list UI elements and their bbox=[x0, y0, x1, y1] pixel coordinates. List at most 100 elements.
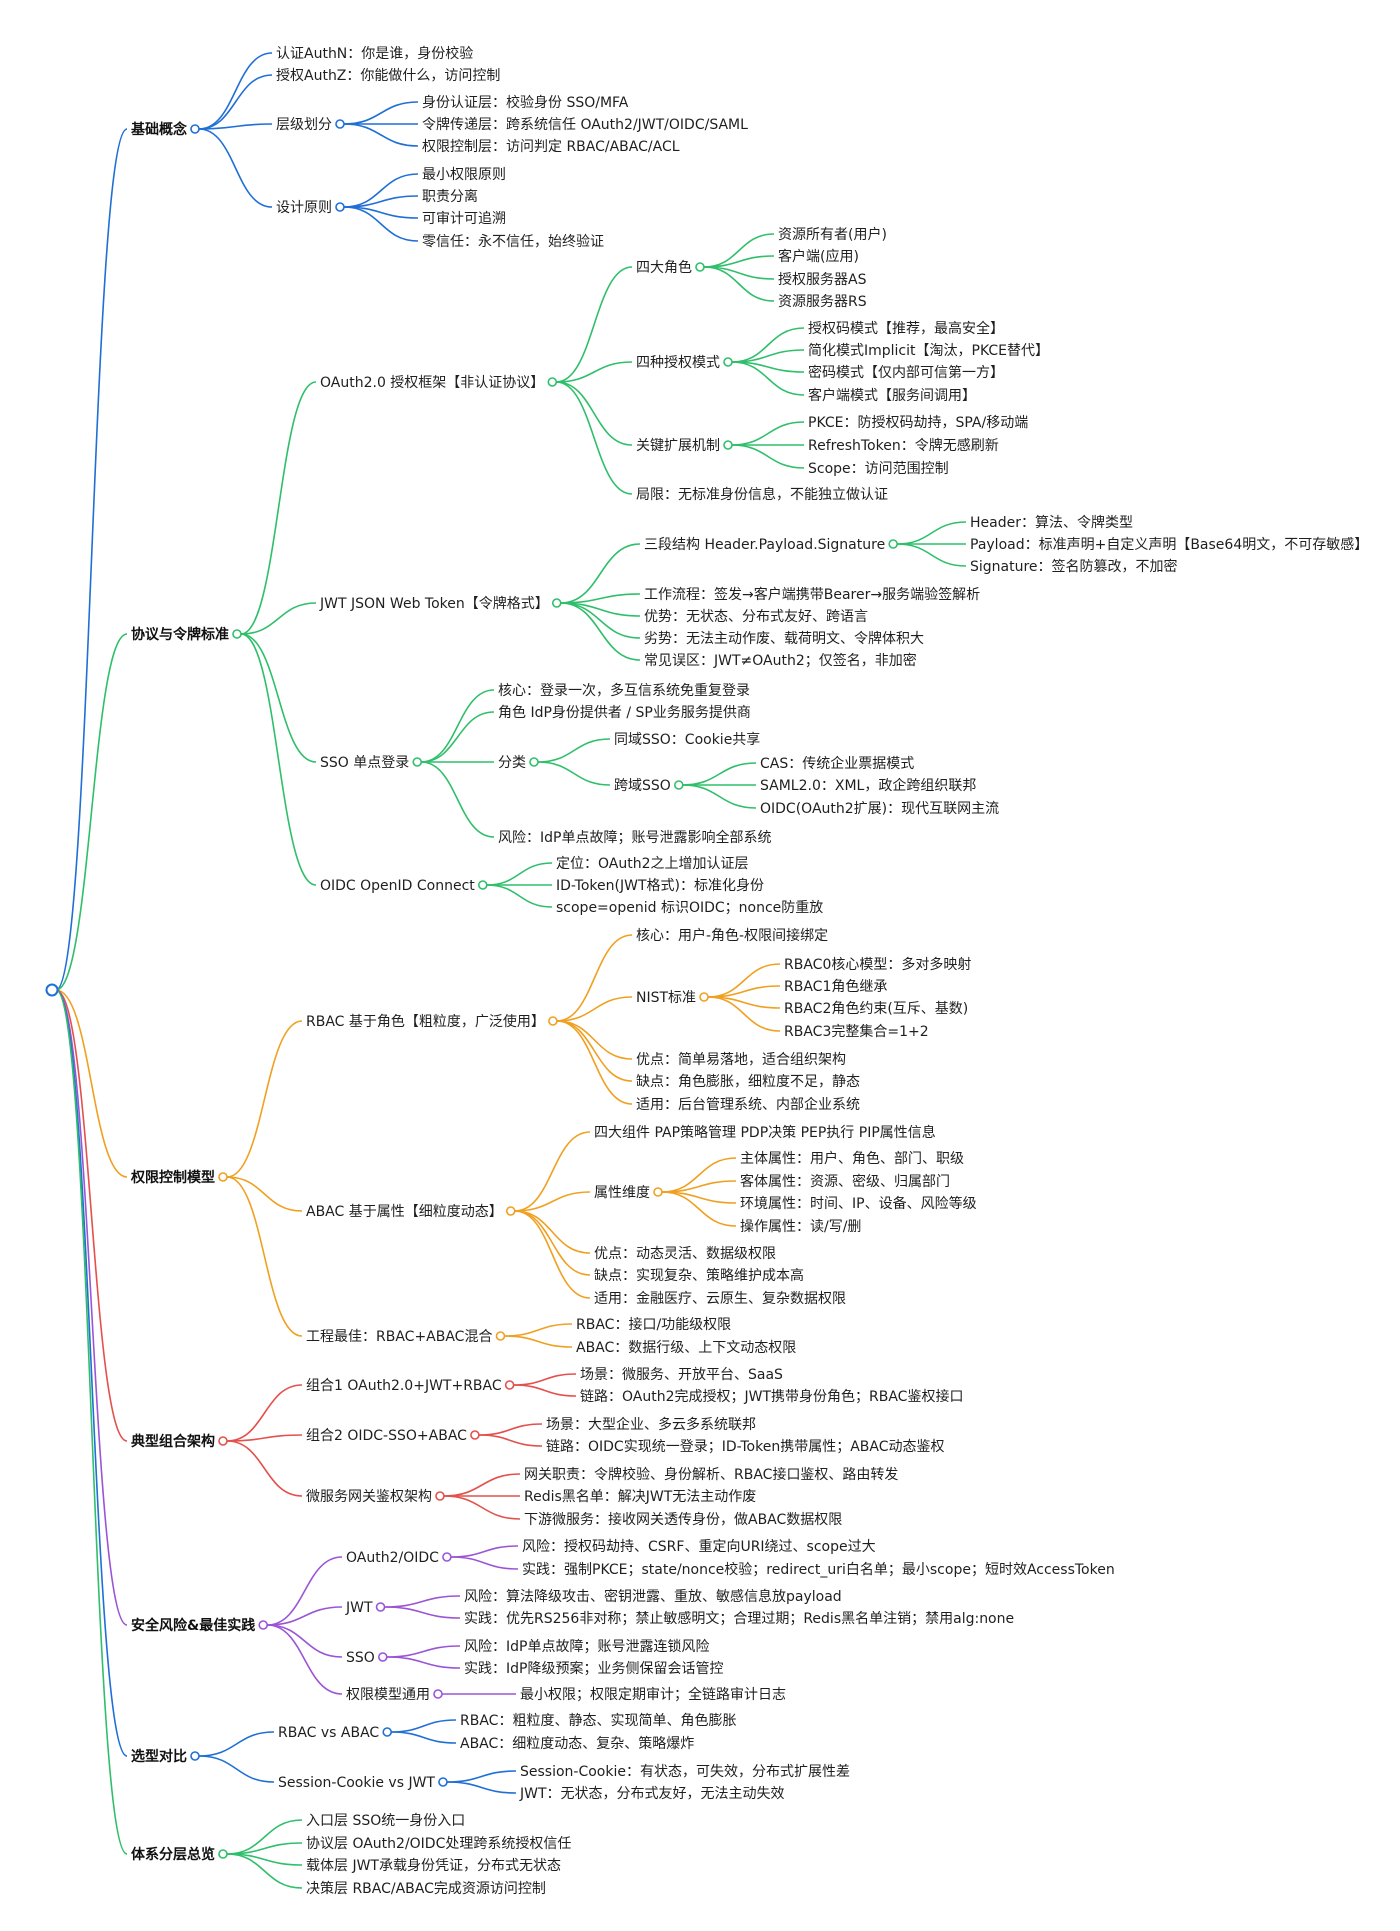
leaf-label: 优点：简单易落地，适合组织架构 bbox=[636, 1051, 846, 1068]
node-collapse-dot[interactable] bbox=[232, 629, 242, 639]
leaf-label: scope=openid 标识OIDC；nonce防重放 bbox=[556, 900, 823, 916]
branch-connector bbox=[226, 1440, 303, 1497]
node-collapse-dot[interactable] bbox=[433, 1689, 443, 1699]
node-collapse-dot[interactable] bbox=[258, 1620, 269, 1630]
node-collapse-dot[interactable] bbox=[218, 1172, 228, 1182]
node-collapse-dot[interactable] bbox=[495, 1331, 506, 1341]
branch-connector bbox=[556, 381, 633, 446]
leaf-label: 同域SSO：Cookie共享 bbox=[614, 731, 760, 748]
leaf-label: RBAC：粗粒度、静态、实现简单、角色膨胀 bbox=[460, 1712, 736, 1729]
node-collapse-dot[interactable] bbox=[438, 1777, 448, 1787]
category-connector bbox=[55, 989, 128, 1626]
node-collapse-dot[interactable] bbox=[218, 1436, 228, 1446]
leaf-label: 可审计可追溯 bbox=[422, 211, 506, 227]
category-label: 基础概念 bbox=[131, 121, 188, 138]
branch-connector bbox=[446, 1781, 517, 1794]
node-collapse-dot[interactable] bbox=[218, 1849, 228, 1859]
node-collapse-dot[interactable] bbox=[435, 1491, 445, 1501]
branch-connector bbox=[514, 1131, 591, 1212]
leaf-label: 实践：优先RS256非对称；禁止敏感明文；合理过期；Redis黑名单注销；禁用a… bbox=[464, 1610, 1014, 1627]
leaf-label: OIDC(OAuth2扩展)：现代互联网主流 bbox=[760, 801, 999, 817]
branch-connector bbox=[556, 381, 633, 495]
leaf-label: 客户端模式【服务间调用】 bbox=[808, 387, 976, 404]
leaf-label: RefreshToken：令牌无感刷新 bbox=[808, 437, 999, 454]
category-label: 权限控制模型 bbox=[130, 1169, 215, 1186]
leaf-label: 优势：无状态、分布式友好、跨语言 bbox=[644, 609, 868, 625]
branch-connector bbox=[514, 1210, 591, 1254]
leaf-label: 入口层 SSO统一身份入口 bbox=[306, 1813, 465, 1829]
branch-label: JWT JSON Web Token【令牌格式】 bbox=[319, 595, 549, 612]
node-collapse-dot[interactable] bbox=[547, 377, 558, 387]
node-collapse-dot[interactable] bbox=[335, 119, 345, 129]
node-collapse-dot[interactable] bbox=[699, 992, 709, 1002]
branch-connector bbox=[226, 1176, 303, 1337]
branch-label: 分类 bbox=[498, 755, 526, 771]
leaf-label: 核心：用户-角色-权限间接绑定 bbox=[636, 927, 828, 944]
leaf-label: 认证AuthN：你是谁，身份校验 bbox=[276, 45, 473, 62]
node-collapse-dot[interactable] bbox=[442, 1552, 452, 1562]
branch-label: SSO 单点登录 bbox=[320, 755, 409, 771]
branch-connector bbox=[421, 689, 495, 763]
branch-connector bbox=[731, 361, 805, 396]
node-collapse-dot[interactable] bbox=[377, 1652, 388, 1662]
branch-connector bbox=[391, 1731, 457, 1744]
node-collapse-dot[interactable] bbox=[723, 357, 733, 367]
node-collapse-dot[interactable] bbox=[504, 1380, 515, 1390]
node-collapse-dot[interactable] bbox=[673, 780, 684, 790]
node-collapse-dot[interactable] bbox=[190, 124, 200, 134]
branch-connector bbox=[504, 1335, 573, 1348]
category-connector bbox=[55, 128, 128, 991]
branch-connector bbox=[556, 1020, 633, 1105]
branch-label: NIST标准 bbox=[636, 990, 696, 1006]
category-label: 选型对比 bbox=[131, 1748, 187, 1765]
node-collapse-dot[interactable] bbox=[548, 1016, 558, 1026]
branch-connector bbox=[897, 543, 967, 567]
root-node[interactable] bbox=[45, 983, 59, 997]
branch-connector bbox=[556, 266, 633, 383]
branch-connector bbox=[226, 1176, 303, 1212]
leaf-label: Scope：访问范围控制 bbox=[808, 460, 949, 477]
branch-connector bbox=[450, 1545, 519, 1558]
node-collapse-dot[interactable] bbox=[190, 1751, 200, 1761]
leaf-label: Payload：标准声明+自定义声明【Base64明文，不可存敏感】 bbox=[970, 536, 1368, 553]
branch-connector bbox=[514, 1210, 591, 1276]
node-collapse-dot[interactable] bbox=[505, 1206, 516, 1216]
node-collapse-dot[interactable] bbox=[375, 1602, 386, 1612]
branch-label: 设计原则 bbox=[276, 200, 332, 216]
leaf-label: 环境属性：时间、IP、设备、风险等级 bbox=[740, 1195, 977, 1212]
node-collapse-dot[interactable] bbox=[412, 757, 423, 767]
branch-connector bbox=[443, 1473, 521, 1497]
branch-connector bbox=[226, 1853, 303, 1889]
leaf-label: 操作属性：读/写/删 bbox=[740, 1218, 861, 1235]
node-collapse-dot[interactable] bbox=[529, 757, 539, 767]
node-collapse-dot[interactable] bbox=[551, 598, 562, 608]
branch-connector bbox=[478, 1434, 543, 1447]
branch-connector bbox=[384, 1595, 461, 1608]
leaf-label: ABAC：细粒度动态、复杂、策略爆炸 bbox=[460, 1735, 694, 1752]
leaf-label: RBAC3完整集合=1+2 bbox=[784, 1023, 929, 1040]
node-collapse-dot[interactable] bbox=[335, 202, 345, 212]
branch-connector bbox=[514, 1191, 591, 1212]
leaf-label: 核心：登录一次，多互信系统免重复登录 bbox=[498, 682, 750, 699]
node-collapse-dot[interactable] bbox=[888, 539, 898, 549]
branch-label: RBAC 基于角色【粗粒度，广泛使用】 bbox=[306, 1013, 545, 1030]
leaf-label: 风险：IdP单点故障；账号泄露连锁风险 bbox=[464, 1639, 709, 1655]
branch-connector bbox=[198, 128, 273, 208]
leaf-label: ABAC：数据行级、上下文动态权限 bbox=[576, 1340, 796, 1356]
leaf-label: 工作流程：签发→客户端携带Bearer→服务端验签解析 bbox=[644, 586, 980, 603]
branch-label: OAuth2.0 授权框架【非认证协议】 bbox=[320, 375, 544, 391]
leaf-label: 四大组件 PAP策略管理 PDP决策 PEP执行 PIP属性信息 bbox=[594, 1124, 936, 1141]
node-collapse-dot[interactable] bbox=[477, 880, 488, 890]
branch-connector bbox=[556, 361, 633, 383]
branch-connector bbox=[267, 1624, 343, 1658]
node-collapse-dot[interactable] bbox=[695, 262, 705, 272]
node-collapse-dot[interactable] bbox=[470, 1430, 480, 1440]
branch-connector bbox=[267, 1606, 343, 1626]
node-collapse-dot[interactable] bbox=[653, 1187, 663, 1197]
branch-connector bbox=[267, 1556, 343, 1626]
leaf-label: 客体属性：资源、密级、归属部门 bbox=[740, 1173, 950, 1190]
leaf-label: 适用：后台管理系统、内部企业系统 bbox=[636, 1096, 860, 1113]
node-collapse-dot[interactable] bbox=[382, 1727, 393, 1737]
leaf-label: 令牌传递层：跨系统信任 OAuth2/JWT/OIDC/SAML bbox=[422, 116, 748, 133]
node-collapse-dot[interactable] bbox=[723, 440, 733, 450]
